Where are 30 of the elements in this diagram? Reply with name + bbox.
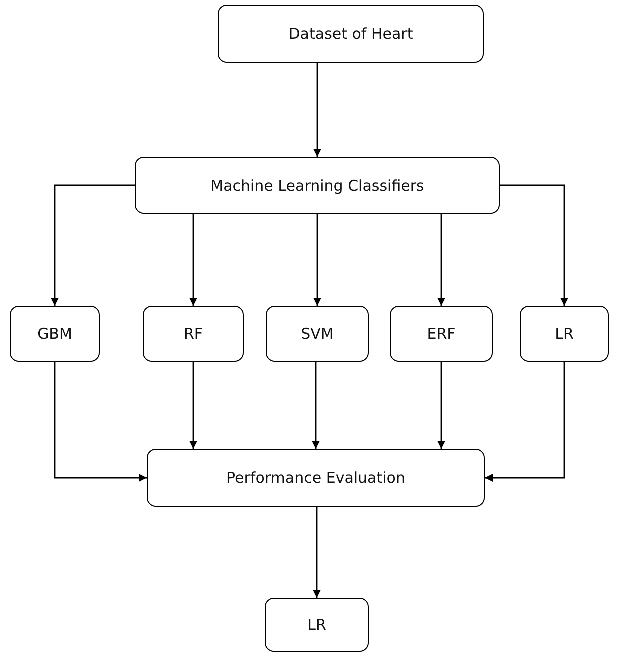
arrow	[314, 63, 322, 157]
node-label: ERF	[427, 325, 456, 343]
process-box	[390, 306, 493, 362]
node-label: SVM	[301, 325, 334, 343]
process-box	[520, 306, 609, 362]
arrow	[485, 362, 566, 482]
process-box	[266, 306, 369, 362]
node-label: Machine Learning Classifiers	[210, 176, 424, 194]
node-label: Performance Evaluation	[226, 469, 406, 487]
process-box	[147, 449, 485, 507]
node-label: Dataset of Heart	[288, 25, 414, 43]
node-label: LR	[308, 616, 326, 634]
process-box	[265, 598, 369, 652]
arrow	[313, 507, 321, 598]
node-label: RF	[184, 325, 204, 343]
arrow	[190, 362, 198, 449]
arrow	[500, 184, 568, 306]
arrow	[54, 362, 147, 482]
process-box	[143, 306, 244, 362]
process-box	[135, 157, 500, 214]
arrow	[190, 214, 198, 306]
arrow	[51, 184, 135, 306]
arrow	[312, 362, 320, 449]
arrow	[438, 362, 446, 449]
arrow	[314, 214, 322, 306]
node-label: LR	[555, 325, 574, 343]
process-box	[10, 306, 100, 362]
node-label: GBM	[38, 325, 72, 343]
arrow	[438, 214, 446, 306]
process-box	[218, 5, 484, 63]
